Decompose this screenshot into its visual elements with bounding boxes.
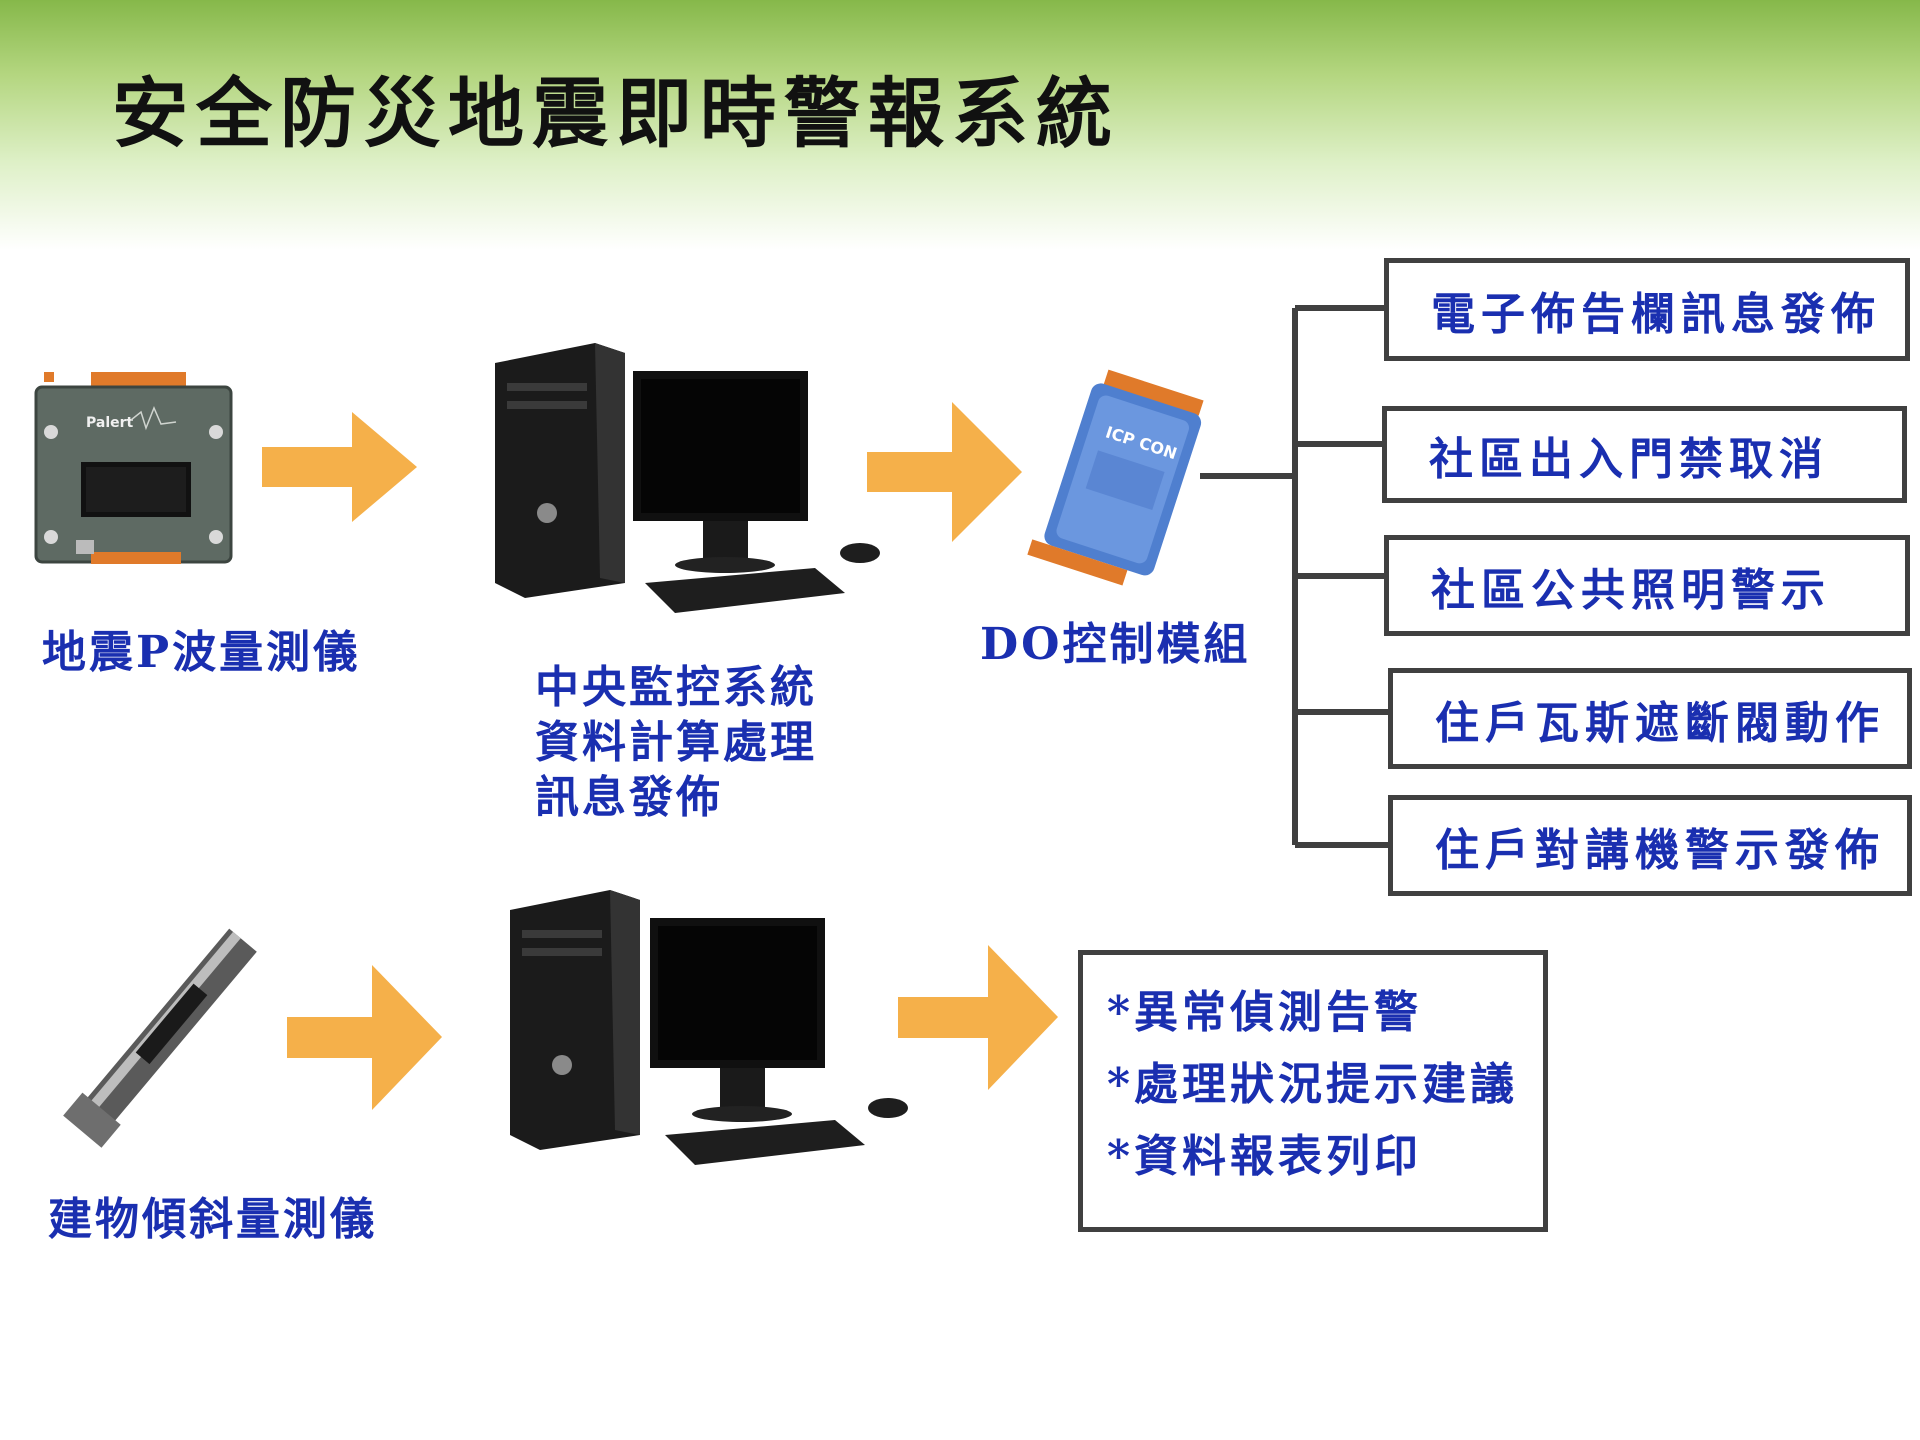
- svg-text:Palert: Palert: [86, 415, 134, 431]
- arrow-right-icon: [262, 412, 417, 522]
- p-wave-sensor-label: 地震P波量測儀: [42, 627, 361, 678]
- output-box: 住戶對講機警示發佈: [1388, 795, 1912, 896]
- central-system-label: 中央監控系統 資料計算處理 訊息發佈: [535, 660, 817, 825]
- page-title: 安全防災地震即時警報系統: [112, 69, 1120, 158]
- p-wave-sensor-device: Palert: [34, 372, 233, 564]
- output-label: 住戶對講機警示發佈: [1435, 824, 1885, 876]
- output-box: 社區出入門禁取消: [1382, 406, 1907, 503]
- central-system-line: 中央監控系統: [535, 662, 817, 713]
- arrow-right-icon: [898, 945, 1058, 1090]
- result-item: *異常偵測告警: [1107, 987, 1423, 1038]
- output-connector-lines: [1200, 305, 1390, 848]
- central-system-line: 訊息發佈: [535, 772, 723, 823]
- output-label: 電子佈告欄訊息發佈: [1431, 288, 1881, 340]
- desktop-computer-device: [495, 343, 880, 613]
- do-module-label: DO控制模組: [980, 619, 1251, 670]
- result-item: *資料報表列印: [1107, 1131, 1423, 1182]
- output-label: 社區出入門禁取消: [1429, 433, 1829, 485]
- output-box: 電子佈告欄訊息發佈: [1384, 258, 1910, 361]
- arrow-right-icon: [287, 965, 442, 1110]
- results-box: *異常偵測告警 *處理狀況提示建議 *資料報表列印: [1078, 950, 1548, 1232]
- result-item: *處理狀況提示建議: [1107, 1059, 1519, 1110]
- output-box: 社區公共照明警示: [1384, 535, 1910, 636]
- output-box: 住戶瓦斯遮斷閥動作: [1388, 668, 1912, 769]
- results-list: *異常偵測告警 *處理狀況提示建議 *資料報表列印: [1107, 977, 1543, 1193]
- tilt-meter-label: 建物傾斜量測儀: [48, 1194, 377, 1245]
- arrow-right-icon: [867, 402, 1022, 542]
- output-label: 社區公共照明警示: [1431, 564, 1831, 616]
- tilt-meter-device: [63, 928, 257, 1148]
- central-system-line: 資料計算處理: [535, 717, 817, 768]
- desktop-computer-device: [510, 890, 908, 1165]
- output-label: 住戶瓦斯遮斷閥動作: [1435, 697, 1885, 749]
- header-band: [0, 0, 1920, 250]
- do-control-module-device: ICP CON: [1027, 369, 1204, 586]
